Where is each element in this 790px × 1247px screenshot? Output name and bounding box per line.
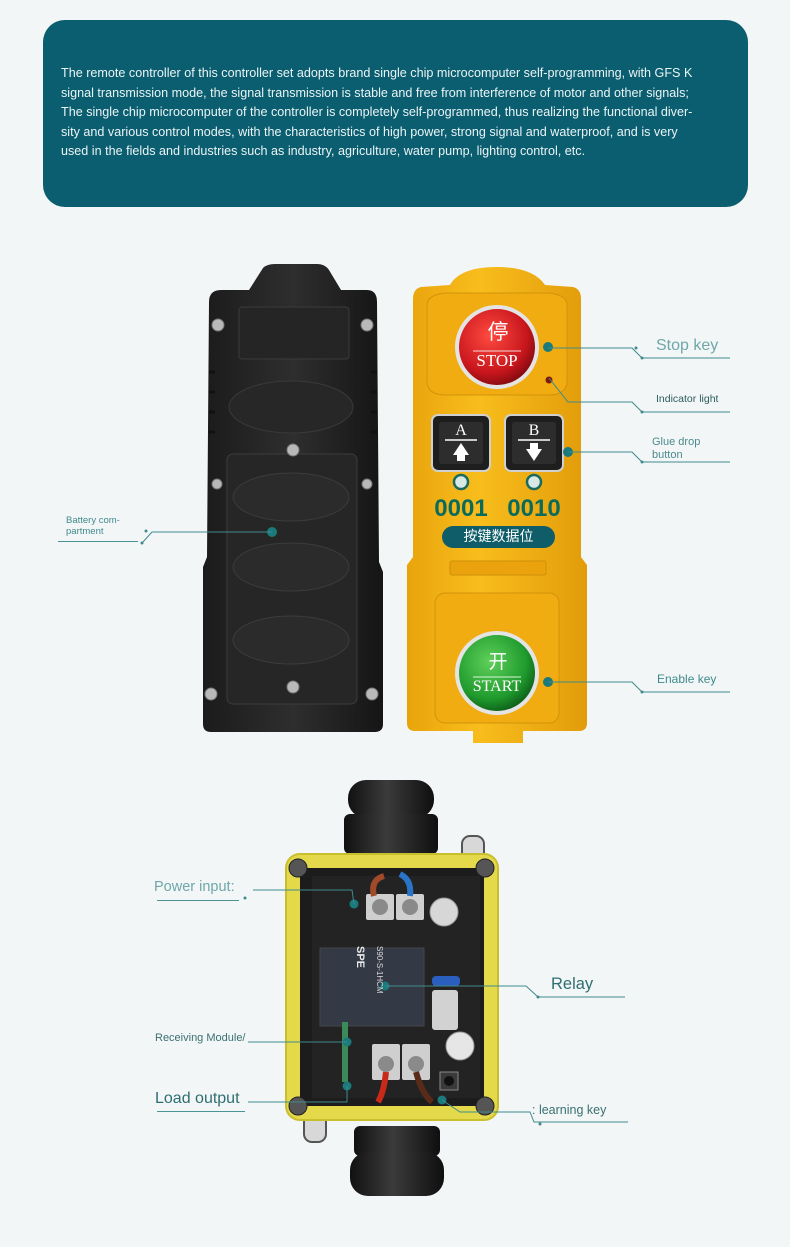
code-a: 0001 xyxy=(434,495,488,522)
callout-battery-compartment: Battery com- partment xyxy=(66,515,120,537)
callout-stop-key: Stop key xyxy=(656,337,719,354)
intro-line-4: sity and various control modes, with the… xyxy=(61,124,678,139)
callout-relay: Relay xyxy=(551,975,594,993)
arrow-down-icon xyxy=(526,443,542,461)
intro-banner: The remote controller of this controller… xyxy=(43,20,748,207)
load-underline xyxy=(157,1111,245,1112)
stop-char: 停 xyxy=(487,320,509,344)
remote-front: 停 STOP A B 0001 0010 按键数据位 开 START xyxy=(405,265,590,747)
callout-glue-line2: button xyxy=(652,449,683,461)
button-b-label: B xyxy=(528,422,540,439)
callout-glue-line1: Glue drop xyxy=(652,436,701,448)
callout-battery-line1: Battery com- xyxy=(66,515,120,526)
intro-line-5: used in the fields and industries such a… xyxy=(61,144,586,159)
intro-text: The remote controller of this controller… xyxy=(61,64,730,162)
power-underline xyxy=(157,900,239,901)
callout-power-input: Power input: xyxy=(154,879,235,895)
start-key-button[interactable] xyxy=(459,635,535,711)
callout-battery-line2: partment xyxy=(66,526,104,537)
receiver-box-image xyxy=(285,780,499,1196)
stop-label: STOP xyxy=(476,351,518,370)
receiver-box: SPE S90-S-1HCM xyxy=(282,776,502,1204)
intro-line-3: The single chip microcomputer of the con… xyxy=(61,105,693,120)
data-bit-badge xyxy=(442,526,555,548)
callout-learning-key: : learning key xyxy=(532,1103,607,1117)
start-char: 开 xyxy=(488,651,508,673)
indicator-light-led xyxy=(545,376,553,384)
arrow-up-icon xyxy=(453,443,469,461)
intro-line-2: signal transmission mode, the signal tra… xyxy=(61,85,689,100)
code-b: 0010 xyxy=(507,495,561,522)
status-ring-b xyxy=(525,473,543,491)
callout-receiving-module: Receiving Module/ xyxy=(155,1032,246,1044)
data-bit-label: 按键数据位 xyxy=(463,529,534,545)
button-a-label: A xyxy=(455,422,467,439)
callout-load-output: Load output xyxy=(155,1090,240,1107)
callout-glue-drop-button: Glue drop button xyxy=(652,436,700,462)
callout-indicator-light: Indicator light xyxy=(656,393,719,405)
battery-underline xyxy=(58,541,138,542)
remote-back-image xyxy=(203,264,383,732)
intro-line-1: The remote controller of this controller… xyxy=(61,66,693,80)
status-ring-a xyxy=(452,473,470,491)
remote-front-body xyxy=(407,267,587,743)
callout-enable-key: Enable key xyxy=(657,672,717,686)
stop-key-button[interactable] xyxy=(459,309,535,385)
start-label: START xyxy=(472,678,522,695)
